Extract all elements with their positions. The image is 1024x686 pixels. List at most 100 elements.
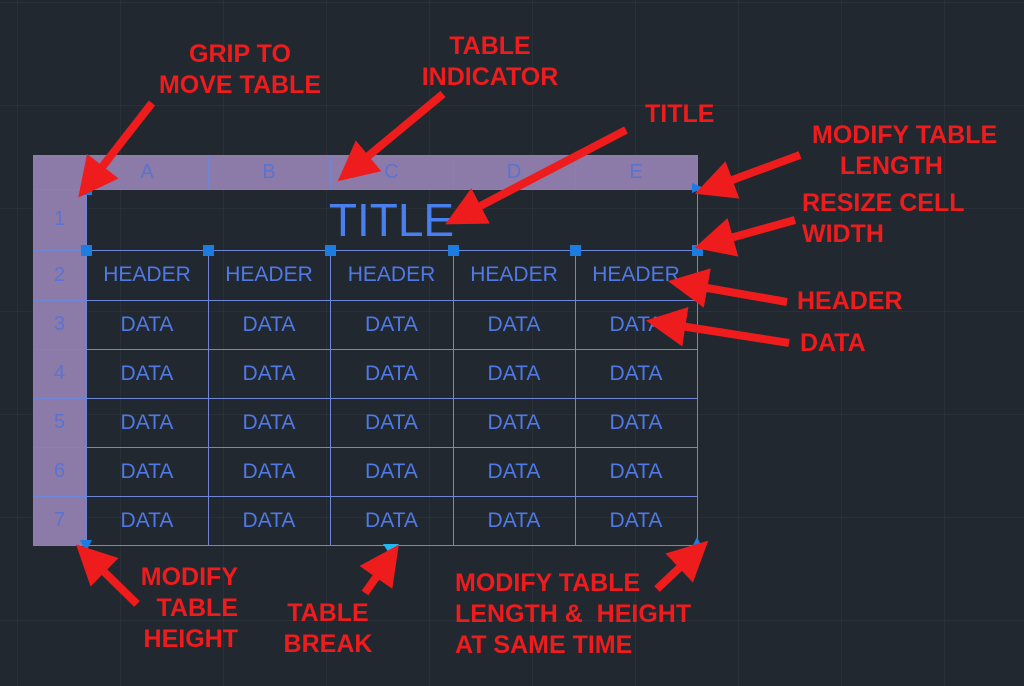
arrow <box>694 216 797 257</box>
data-cell[interactable]: DATA <box>609 508 663 532</box>
data-cell[interactable]: DATA <box>487 312 541 336</box>
data-cell[interactable]: DATA <box>120 410 174 434</box>
arrow <box>78 100 156 198</box>
row-label-7[interactable]: 7 <box>53 509 66 531</box>
header-cell[interactable]: HEADER <box>103 263 191 286</box>
data-cell[interactable]: DATA <box>365 361 418 385</box>
table[interactable]: A B C D E 1 2 3 4 5 6 7 TITLE HEADER HEA… <box>33 155 703 546</box>
label-modify-length: MODIFY TABLE LENGTH <box>812 120 997 182</box>
row-label-6[interactable]: 6 <box>53 460 66 482</box>
label-data: DATA <box>800 328 866 359</box>
label-modify-length-height: MODIFY TABLE LENGTH & HEIGHT AT SAME TIM… <box>455 568 691 661</box>
modify-length-height-grip[interactable] <box>690 537 704 551</box>
data-cell[interactable]: DATA <box>120 361 174 385</box>
label-line: BREAK <box>283 630 373 658</box>
label-line: MOVE TABLE <box>158 71 322 99</box>
data-cell[interactable]: DATA <box>487 459 541 483</box>
grid-line <box>33 300 698 301</box>
label-line: GRIP TO <box>189 40 291 68</box>
grid-line <box>330 155 331 189</box>
arrow <box>75 544 140 607</box>
data-cell[interactable]: DATA <box>609 410 663 434</box>
data-cell[interactable]: DATA <box>609 361 663 385</box>
label-line: MODIFY TABLE <box>455 569 641 597</box>
grid-line <box>208 155 209 189</box>
row-label-4[interactable]: 4 <box>53 362 66 384</box>
grid-line <box>33 398 698 399</box>
label-line: WIDTH <box>802 220 884 248</box>
data-cell[interactable]: DATA <box>365 312 418 336</box>
column-width-grip[interactable] <box>81 245 92 256</box>
arrow <box>337 90 446 182</box>
header-cell[interactable]: HEADER <box>347 263 436 286</box>
label-line: TABLE <box>449 32 531 60</box>
label-line: HEIGHT <box>143 625 238 653</box>
column-label-b[interactable]: B <box>262 160 276 183</box>
label-line: MODIFY <box>140 563 238 591</box>
modify-length-grip[interactable] <box>692 183 704 193</box>
data-cell[interactable]: DATA <box>120 508 174 532</box>
label-resize-cell-width: RESIZE CELL WIDTH <box>802 188 965 250</box>
title-cell[interactable]: TITLE <box>328 193 455 246</box>
grid-line <box>33 447 698 448</box>
table-break-grip[interactable] <box>383 544 399 556</box>
label-modify-height: MODIFY TABLE HEIGHT <box>100 562 238 655</box>
arrow <box>667 268 788 308</box>
label-table-break: TABLE BREAK <box>268 598 388 660</box>
data-cell[interactable]: DATA <box>120 459 174 483</box>
label-title: TITLE <box>645 99 714 130</box>
label-line: LENGTH <box>840 152 943 180</box>
label-line: MODIFY TABLE <box>812 121 998 149</box>
label-line: TABLE <box>156 594 238 622</box>
column-label-e[interactable]: E <box>629 160 643 183</box>
grid-line <box>33 155 34 546</box>
row-label-1[interactable]: 1 <box>53 208 66 230</box>
modify-height-grip[interactable] <box>80 540 92 552</box>
label-line: TITLE <box>645 100 715 128</box>
data-cell[interactable]: DATA <box>609 459 663 483</box>
grid-line <box>575 250 576 546</box>
label-grip-to-move: GRIP TO MOVE TABLE <box>150 39 330 101</box>
grid-line <box>575 155 576 189</box>
data-cell[interactable]: DATA <box>365 459 418 483</box>
arrow <box>445 126 628 225</box>
arrow <box>694 151 802 199</box>
data-cell[interactable]: DATA <box>365 410 418 434</box>
data-cell[interactable]: DATA <box>365 508 418 532</box>
header-cell[interactable]: HEADER <box>225 263 313 286</box>
label-header: HEADER <box>797 286 903 317</box>
label-line: RESIZE CELL <box>802 189 965 217</box>
data-cell[interactable]: DATA <box>120 312 174 336</box>
data-cell[interactable]: DATA <box>487 410 541 434</box>
header-cell[interactable]: HEADER <box>470 263 558 286</box>
column-width-grip[interactable] <box>570 245 581 256</box>
column-width-grip[interactable] <box>448 245 459 256</box>
label-line: LENGTH & HEIGHT <box>455 600 692 628</box>
grid-line <box>33 496 698 497</box>
grid-line <box>453 155 454 189</box>
data-cell[interactable]: DATA <box>487 508 541 532</box>
arrow <box>645 306 790 347</box>
row-label-2[interactable]: 2 <box>53 263 66 286</box>
arrow <box>359 544 399 596</box>
grid-line <box>453 250 454 546</box>
header-cell[interactable]: HEADER <box>592 263 680 286</box>
grid-line <box>86 155 87 546</box>
label-table-indicator: TABLE INDICATOR <box>405 31 575 93</box>
data-cell[interactable]: DATA <box>242 361 296 385</box>
row-label-5[interactable]: 5 <box>53 411 66 433</box>
column-width-grip[interactable] <box>325 245 336 256</box>
grid-line <box>697 155 698 546</box>
column-label-c[interactable]: C <box>384 160 399 183</box>
data-cell[interactable]: DATA <box>242 459 296 483</box>
data-cell[interactable]: DATA <box>487 361 541 385</box>
label-line: DATA <box>800 329 866 357</box>
data-cell[interactable]: DATA <box>242 508 296 532</box>
data-cell[interactable]: DATA <box>242 410 296 434</box>
column-label-d[interactable]: D <box>506 160 522 183</box>
column-width-grip[interactable] <box>203 245 214 256</box>
column-label-a[interactable]: A <box>140 160 154 183</box>
row-label-3[interactable]: 3 <box>53 313 66 335</box>
data-cell[interactable]: DATA <box>242 312 296 336</box>
